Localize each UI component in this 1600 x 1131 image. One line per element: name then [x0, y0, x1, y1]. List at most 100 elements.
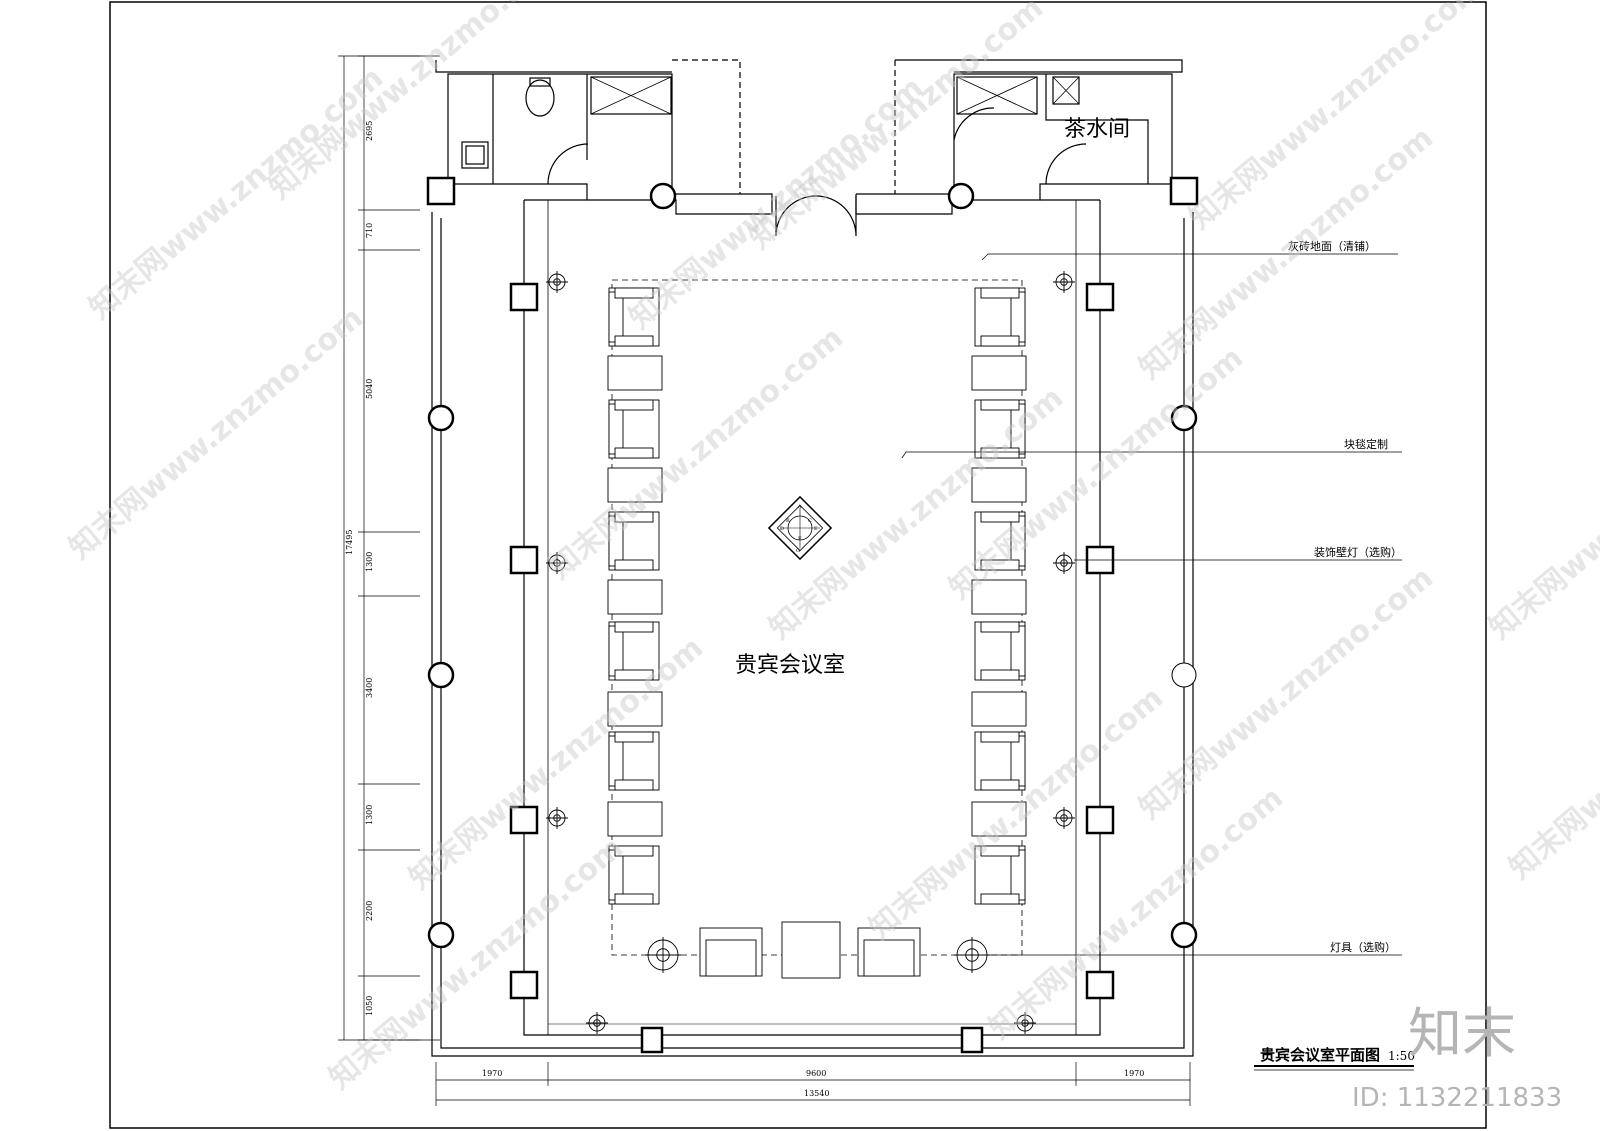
dim-vertical-segment: 5040 — [365, 379, 374, 399]
column-square — [1085, 282, 1115, 312]
callout-wall-lamp: 装饰壁灯（选购） — [1314, 545, 1402, 559]
drawing-title: 贵宾会议室平面图 — [1260, 1046, 1380, 1064]
column-base — [640, 1026, 664, 1054]
side-table — [607, 691, 663, 727]
watermark-text: 知末网www.znzmo.com — [743, 0, 1050, 256]
drawing-frame — [109, 1, 1487, 1129]
top-wall-left — [448, 183, 588, 201]
armchair — [608, 399, 660, 459]
dim-vertical-segment: 710 — [365, 223, 374, 238]
column-round — [1170, 921, 1198, 949]
watermark-text: 知末网www.znzmo.com — [1503, 620, 1600, 886]
armchair — [974, 399, 1026, 459]
column-round — [947, 182, 975, 210]
dim-vertical-segment: 1050 — [365, 996, 374, 1016]
column-round — [427, 661, 455, 689]
lamp-icon — [546, 271, 568, 293]
armchair — [608, 511, 660, 571]
watermark-id: ID: 1132211833 — [1352, 1083, 1562, 1113]
drawing-scale: 1:50 — [1388, 1049, 1415, 1063]
floor-ornament: A B C D E F G — [767, 495, 833, 561]
entrance-door — [775, 195, 817, 237]
column-square — [509, 970, 539, 1000]
ornament-label-f: F — [798, 536, 802, 542]
lamp-icon — [1053, 271, 1075, 293]
lamp-icon — [1053, 807, 1075, 829]
armchair — [974, 287, 1026, 347]
column-round — [427, 921, 455, 949]
lamp-icon — [1014, 1012, 1036, 1034]
room-label-tea: 茶水间 — [1064, 117, 1130, 142]
toilet-fixture — [525, 79, 555, 117]
callout-leader-carpet — [901, 451, 1402, 459]
sofa-group — [699, 927, 921, 977]
column-square — [426, 176, 456, 206]
dim-vertical-segment: 1300 — [365, 805, 374, 825]
armchair — [608, 845, 660, 905]
ornament-label-d: D — [780, 526, 784, 532]
dim-vertical-segment: 2200 — [365, 901, 374, 921]
lamp-icon — [546, 552, 568, 574]
watermark-text: 知末网www.znzmo.com — [1483, 380, 1600, 646]
outer-wall — [440, 218, 1185, 1049]
armchair — [974, 845, 1026, 905]
dim-vertical-total: 17495 — [345, 530, 354, 555]
ornament-label-b: B — [786, 518, 790, 524]
side-table — [607, 579, 663, 615]
watermark-brand: 知末 — [1408, 1002, 1516, 1065]
lamp-icon — [1053, 552, 1075, 574]
tea-room-door — [1045, 143, 1087, 185]
lamp-icon — [586, 1012, 608, 1034]
callout-floor: 灰砖地面（清铺） — [1288, 239, 1376, 253]
column-square — [509, 282, 539, 312]
side-table — [971, 801, 1027, 837]
room-label-meeting: 贵宾会议室 — [735, 653, 845, 678]
callout-carpet: 块毯定制 — [1344, 437, 1388, 451]
callout-leader-floor — [981, 253, 1398, 261]
side-table — [607, 801, 663, 837]
dim-vertical-segment: 1300 — [365, 552, 374, 572]
ornament-label-e: E — [814, 526, 818, 532]
ornament-label-a: A — [797, 504, 802, 510]
dim-horizontal-middle: 9600 — [806, 1069, 826, 1078]
dim-vertical-segment: 3400 — [365, 678, 374, 698]
side-table — [607, 467, 663, 503]
column-round — [1171, 662, 1197, 688]
dim-horizontal-left: 1970 — [482, 1069, 502, 1078]
armchair — [608, 731, 660, 791]
column-round — [427, 404, 455, 432]
sink-fixture — [461, 141, 489, 169]
column-round — [649, 182, 677, 210]
dim-vertical-segment: 2695 — [365, 121, 374, 141]
side-table — [971, 691, 1027, 727]
column-square — [1085, 805, 1115, 835]
armchair — [608, 621, 660, 681]
dim-horizontal-total: 13540 — [804, 1089, 829, 1098]
coffee-table — [781, 921, 841, 979]
lamp-icon — [546, 807, 568, 829]
column-square — [509, 805, 539, 835]
callout-lamp: 灯具（选购） — [1330, 940, 1396, 954]
column-base — [960, 1026, 984, 1054]
column-square — [509, 545, 539, 575]
column-round — [1170, 404, 1198, 432]
column-square — [1169, 176, 1199, 206]
watermark-text: 知末网www.znzmo.com — [263, 0, 570, 206]
watermark-text: 知末网www.znzmo.com — [63, 300, 370, 566]
bathroom-door — [547, 143, 589, 185]
ornament-label-c: C — [808, 518, 812, 524]
outer-wall-line — [431, 212, 1194, 1057]
armchair — [974, 731, 1026, 791]
column-square — [1085, 970, 1115, 1000]
armchair — [974, 511, 1026, 571]
lamp-icon — [645, 937, 681, 973]
side-table — [971, 355, 1027, 391]
dim-horizontal-right: 1970 — [1124, 1069, 1144, 1078]
ornament-label-g: G — [796, 548, 800, 554]
armchair — [608, 287, 660, 347]
side-table — [971, 579, 1027, 615]
side-table — [607, 355, 663, 391]
side-table — [971, 467, 1027, 503]
armchair — [974, 621, 1026, 681]
